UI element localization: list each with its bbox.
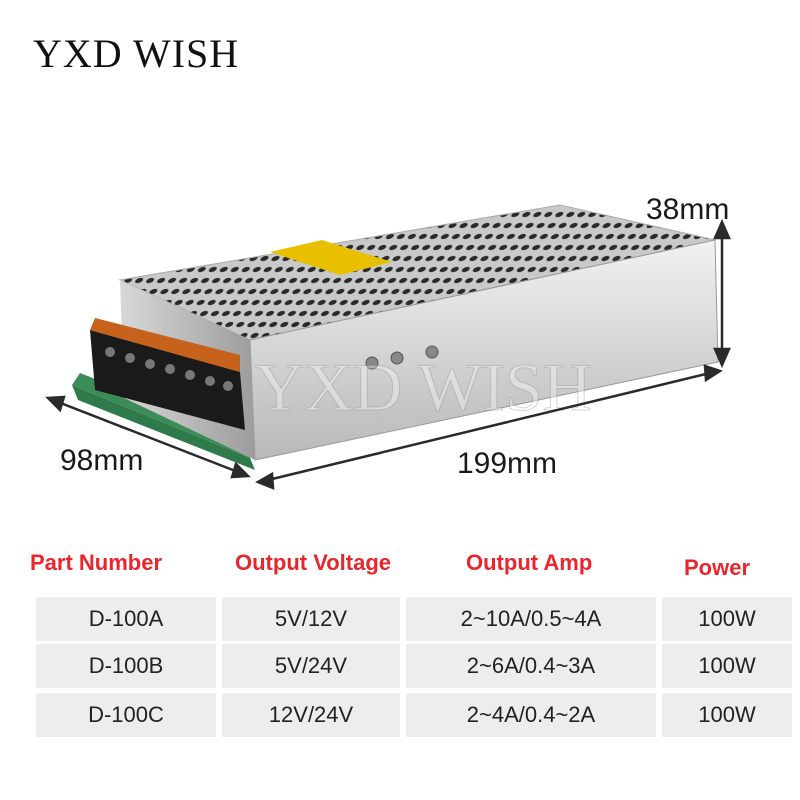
cell-power: 100W: [662, 644, 792, 688]
table-row: D-100C 12V/24V 2~4A/0.4~2A 100W: [14, 693, 792, 737]
watermark: YXD WISH: [255, 349, 592, 425]
width-arrow: [267, 371, 711, 482]
width-label: 199mm: [457, 447, 558, 480]
height-label: 38mm: [646, 193, 730, 226]
table-row: D-100A 5V/12V 2~10A/0.5~4A 100W: [14, 597, 792, 641]
table-row: D-100B 5V/24V 2~6A/0.4~3A 100W: [14, 644, 792, 688]
header-part-number: Part Number: [30, 550, 163, 575]
header-output-voltage: Output Voltage: [235, 550, 392, 575]
cell-output-voltage: 5V/12V: [222, 597, 400, 641]
top-label: [270, 240, 392, 275]
pcb-board: [72, 385, 255, 470]
depth-arrow: [57, 400, 239, 474]
cell-power: 100W: [662, 693, 792, 737]
cell-part-number: D-100B: [36, 644, 216, 688]
cell-power: 100W: [662, 597, 792, 641]
cell-output-voltage: 5V/24V: [222, 644, 400, 688]
header-power: Power: [684, 555, 751, 580]
cell-part-number: D-100A: [36, 597, 216, 641]
brand-logo: YXD WISH: [33, 31, 240, 76]
cell-part-number: D-100C: [36, 693, 216, 737]
product-photo: YXD WISH: [45, 204, 731, 490]
header-output-amp: Output Amp: [466, 550, 593, 575]
cell-output-voltage: 12V/24V: [222, 693, 400, 737]
cell-output-amp: 2~6A/0.4~3A: [406, 644, 656, 688]
cell-output-amp: 2~4A/0.4~2A: [406, 693, 656, 737]
depth-label: 98mm: [60, 444, 144, 477]
cell-output-amp: 2~10A/0.5~4A: [406, 597, 656, 641]
